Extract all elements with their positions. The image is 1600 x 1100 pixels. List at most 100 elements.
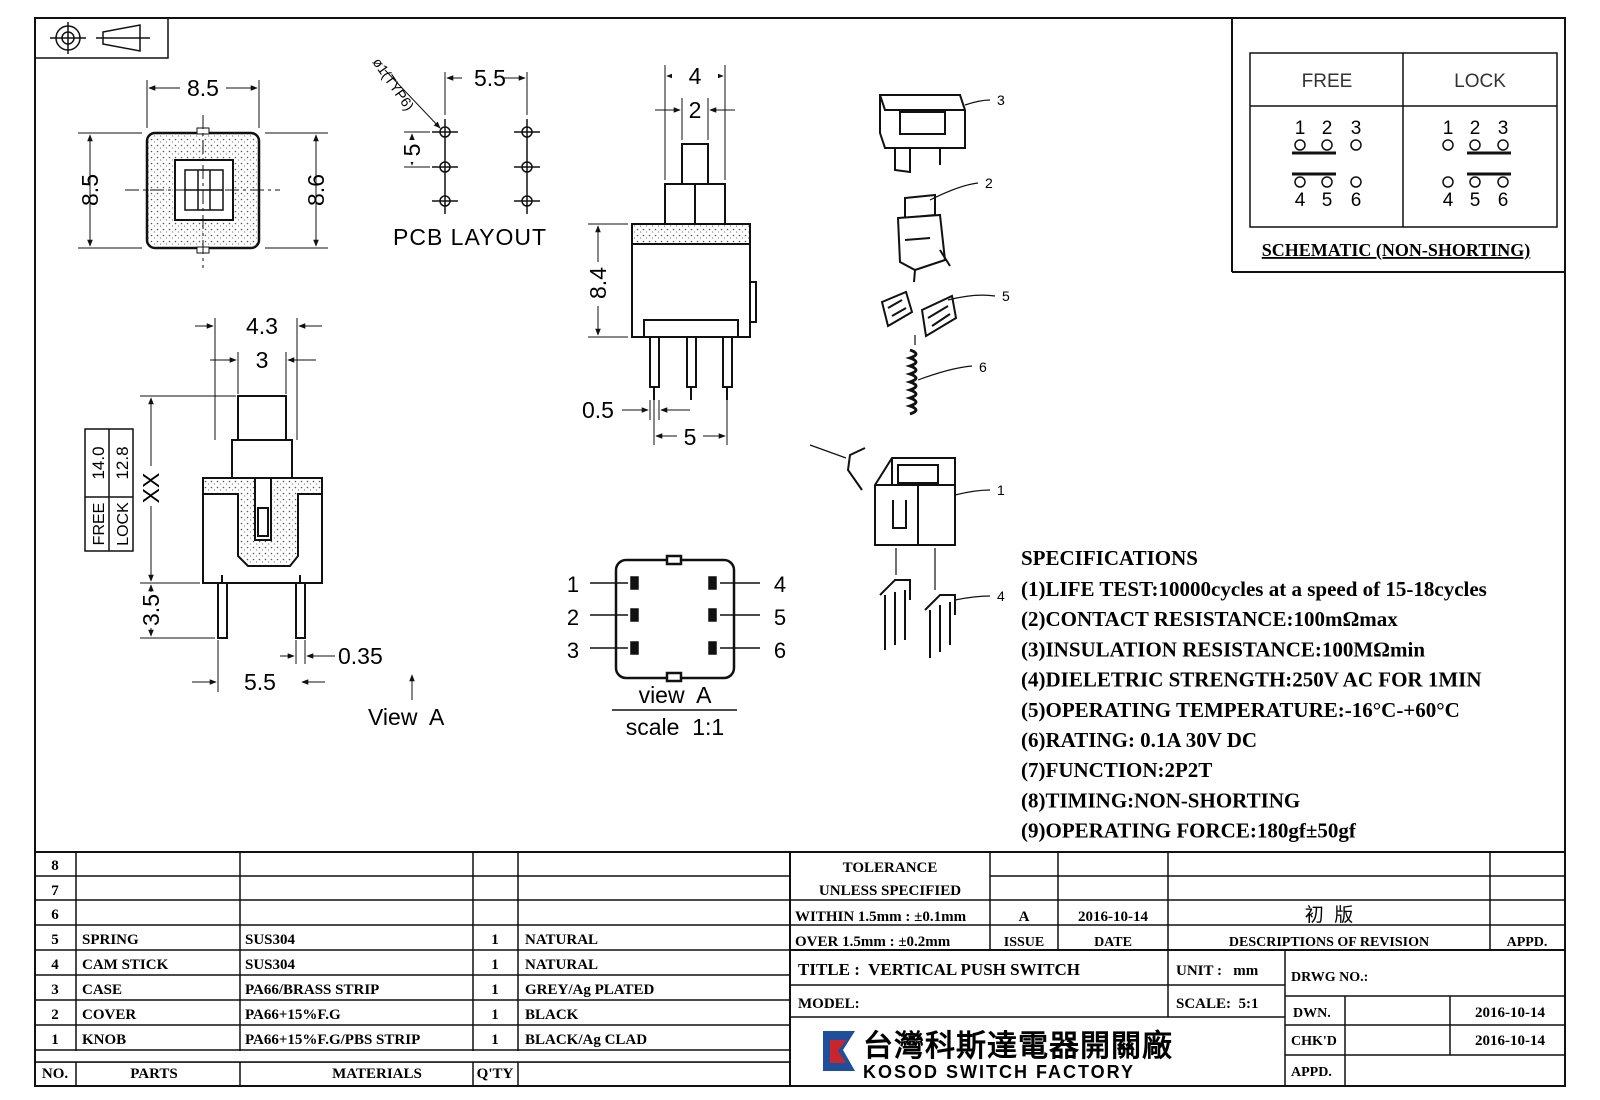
part-finish: NATURAL <box>525 957 598 973</box>
spec-item-7: (7)FUNCTION:2P2T <box>1021 758 1212 782</box>
spec-item-5: (5)OPERATING TEMPERATURE:-16°C-+60°C <box>1021 698 1460 722</box>
parts-row-number: 6 <box>51 907 59 923</box>
knob-part <box>879 94 966 174</box>
spec-item-8: (8)TIMING:NON-SHORTING <box>1021 788 1300 812</box>
cam-stick-part <box>846 447 866 491</box>
drawing-unit: UNIT : mm <box>1176 963 1259 979</box>
top-view: 8.5 8.5 8.6 <box>77 75 329 268</box>
checked-date: 2016-10-14 <box>1475 1033 1545 1049</box>
tolerance-line-3: WITHIN 1.5mm : ±0.1mm <box>795 909 967 925</box>
case-part <box>874 457 956 546</box>
side-dim-top: 4.3 <box>246 313 278 339</box>
part-material: PA66+15%F.G/PBS STRIP <box>245 1032 420 1048</box>
company-name-chinese: 台灣科斯達電器開關廠 <box>863 1029 1173 1063</box>
front-view <box>631 143 757 400</box>
schematic-free-terminal-2: 2 <box>1322 118 1333 139</box>
side-view <box>202 395 323 639</box>
parts-row-number: 8 <box>51 858 59 874</box>
part-number: 4 <box>51 957 59 973</box>
part-finish: BLACK <box>525 1007 579 1023</box>
lock-value: 12.8 <box>113 446 132 479</box>
spring-part <box>905 348 918 416</box>
schematic-lock-terminal-3: 3 <box>1498 118 1509 139</box>
part-number: 5 <box>51 932 59 948</box>
schematic-frame <box>1231 18 1565 273</box>
drawing-number-label: DRWG NO.: <box>1291 970 1368 985</box>
front-dim-top-outer: 4 <box>689 63 702 89</box>
approved-label: APPD. <box>1291 1065 1332 1080</box>
pin-number-2: 2 <box>567 605 579 630</box>
schematic-free-terminal-1: 1 <box>1295 118 1306 139</box>
header-no: NO. <box>42 1066 69 1082</box>
pin-number-5: 5 <box>774 605 786 630</box>
date-heading: DATE <box>1094 935 1132 950</box>
company-name-english: KOSOD SWITCH FACTORY <box>863 1062 1135 1082</box>
part-quantity: 1 <box>491 932 499 948</box>
schematic-lock-label: LOCK <box>1454 71 1506 92</box>
free-label: FREE <box>91 503 108 546</box>
part-finish: GREY/Ag PLATED <box>525 982 654 998</box>
part-quantity: 1 <box>491 1032 499 1048</box>
part-quantity: 1 <box>491 982 499 998</box>
specifications-heading: SPECIFICATIONS <box>1021 546 1198 570</box>
tolerance-line-2: UNLESS SPECIFIED <box>819 883 961 899</box>
spec-item-9: (9)OPERATING FORCE:180gf±50gf <box>1021 819 1357 843</box>
front-dim-pin-pitch: 5 <box>684 424 697 450</box>
drawing-title: TITLE : VERTICAL PUSH SWITCH <box>798 960 1080 979</box>
schematic-lock-terminal-1: 1 <box>1443 118 1454 139</box>
drawing-scale: SCALE: 5:1 <box>1176 996 1259 1012</box>
company-logo <box>823 1031 855 1071</box>
part-name: CASE <box>82 982 122 998</box>
side-dim-pin-pitch: 5.5 <box>244 669 276 695</box>
schematic-free-label: FREE <box>1302 71 1353 92</box>
revision-issue: A <box>1019 909 1030 925</box>
side-dim-inner: 3 <box>256 347 269 373</box>
view-a-label: View A <box>368 704 445 730</box>
bottom-view-label: view A <box>639 682 713 708</box>
top-dim-height-right: 8.6 <box>303 174 329 206</box>
part-number: 1 <box>51 1032 59 1048</box>
schematic-lock-terminal-4: 4 <box>1443 190 1454 211</box>
top-dim-height-left: 8.5 <box>77 174 103 206</box>
drawn-date: 2016-10-14 <box>1475 1005 1545 1021</box>
issue-heading: ISSUE <box>1004 935 1044 950</box>
pcb-hole-note: ø1(TYP6) <box>370 55 418 114</box>
sheet-border <box>34 17 1566 1087</box>
schematic-lock-terminal-2: 2 <box>1470 118 1481 139</box>
callout-6: 6 <box>979 359 987 375</box>
pin-number-1: 1 <box>567 572 579 597</box>
pin-number-6: 6 <box>774 638 786 663</box>
part-number: 2 <box>51 1007 59 1023</box>
pcb-layout-view <box>384 69 540 214</box>
schematic-contacts <box>1292 139 1511 188</box>
side-dim-pin-width: 0.35 <box>338 643 383 669</box>
drawing-model: MODEL: <box>798 996 860 1012</box>
part-number: 3 <box>51 982 59 998</box>
descriptions-heading: DESCRIPTIONS OF REVISION <box>1229 935 1429 950</box>
title-block-grid <box>790 852 1565 1086</box>
tolerance-line-4: OVER 1.5mm : ±0.2mm <box>795 934 951 950</box>
tolerance-line-1: TOLERANCE <box>843 860 938 876</box>
schematic-caption: SCHEMATIC (NON-SHORTING) <box>1262 240 1531 261</box>
front-dim-height: 8.4 <box>585 267 611 299</box>
front-dim-pin: 0.5 <box>582 397 614 423</box>
lock-label: LOCK <box>115 502 132 546</box>
cover-part <box>896 193 951 283</box>
spec-item-1: (1)LIFE TEST:10000cycles at a speed of 1… <box>1021 577 1487 601</box>
top-dim-width: 8.5 <box>187 75 219 101</box>
callout-2: 2 <box>985 175 993 191</box>
part-material: SUS304 <box>245 957 296 973</box>
spec-item-4: (4)DIELETRIC STRENGTH:250V AC FOR 1MIN <box>1021 668 1482 692</box>
appd-heading: APPD. <box>1507 935 1548 950</box>
part-name: KNOB <box>82 1032 126 1048</box>
spec-item-2: (2)CONTACT RESISTANCE:100mΩmax <box>1021 607 1398 631</box>
callout-3: 3 <box>997 92 1005 108</box>
schematic-free-terminal-3: 3 <box>1351 118 1362 139</box>
checked-label: CHK'D <box>1291 1034 1337 1049</box>
terminal-parts <box>879 579 956 658</box>
pcb-layout-label: PCB LAYOUT <box>393 224 547 250</box>
bottom-view-scale: scale 1:1 <box>626 714 724 740</box>
part-name: SPRING <box>82 932 139 948</box>
part-material: PA66/BRASS STRIP <box>245 982 379 998</box>
contact-parts <box>880 290 958 338</box>
